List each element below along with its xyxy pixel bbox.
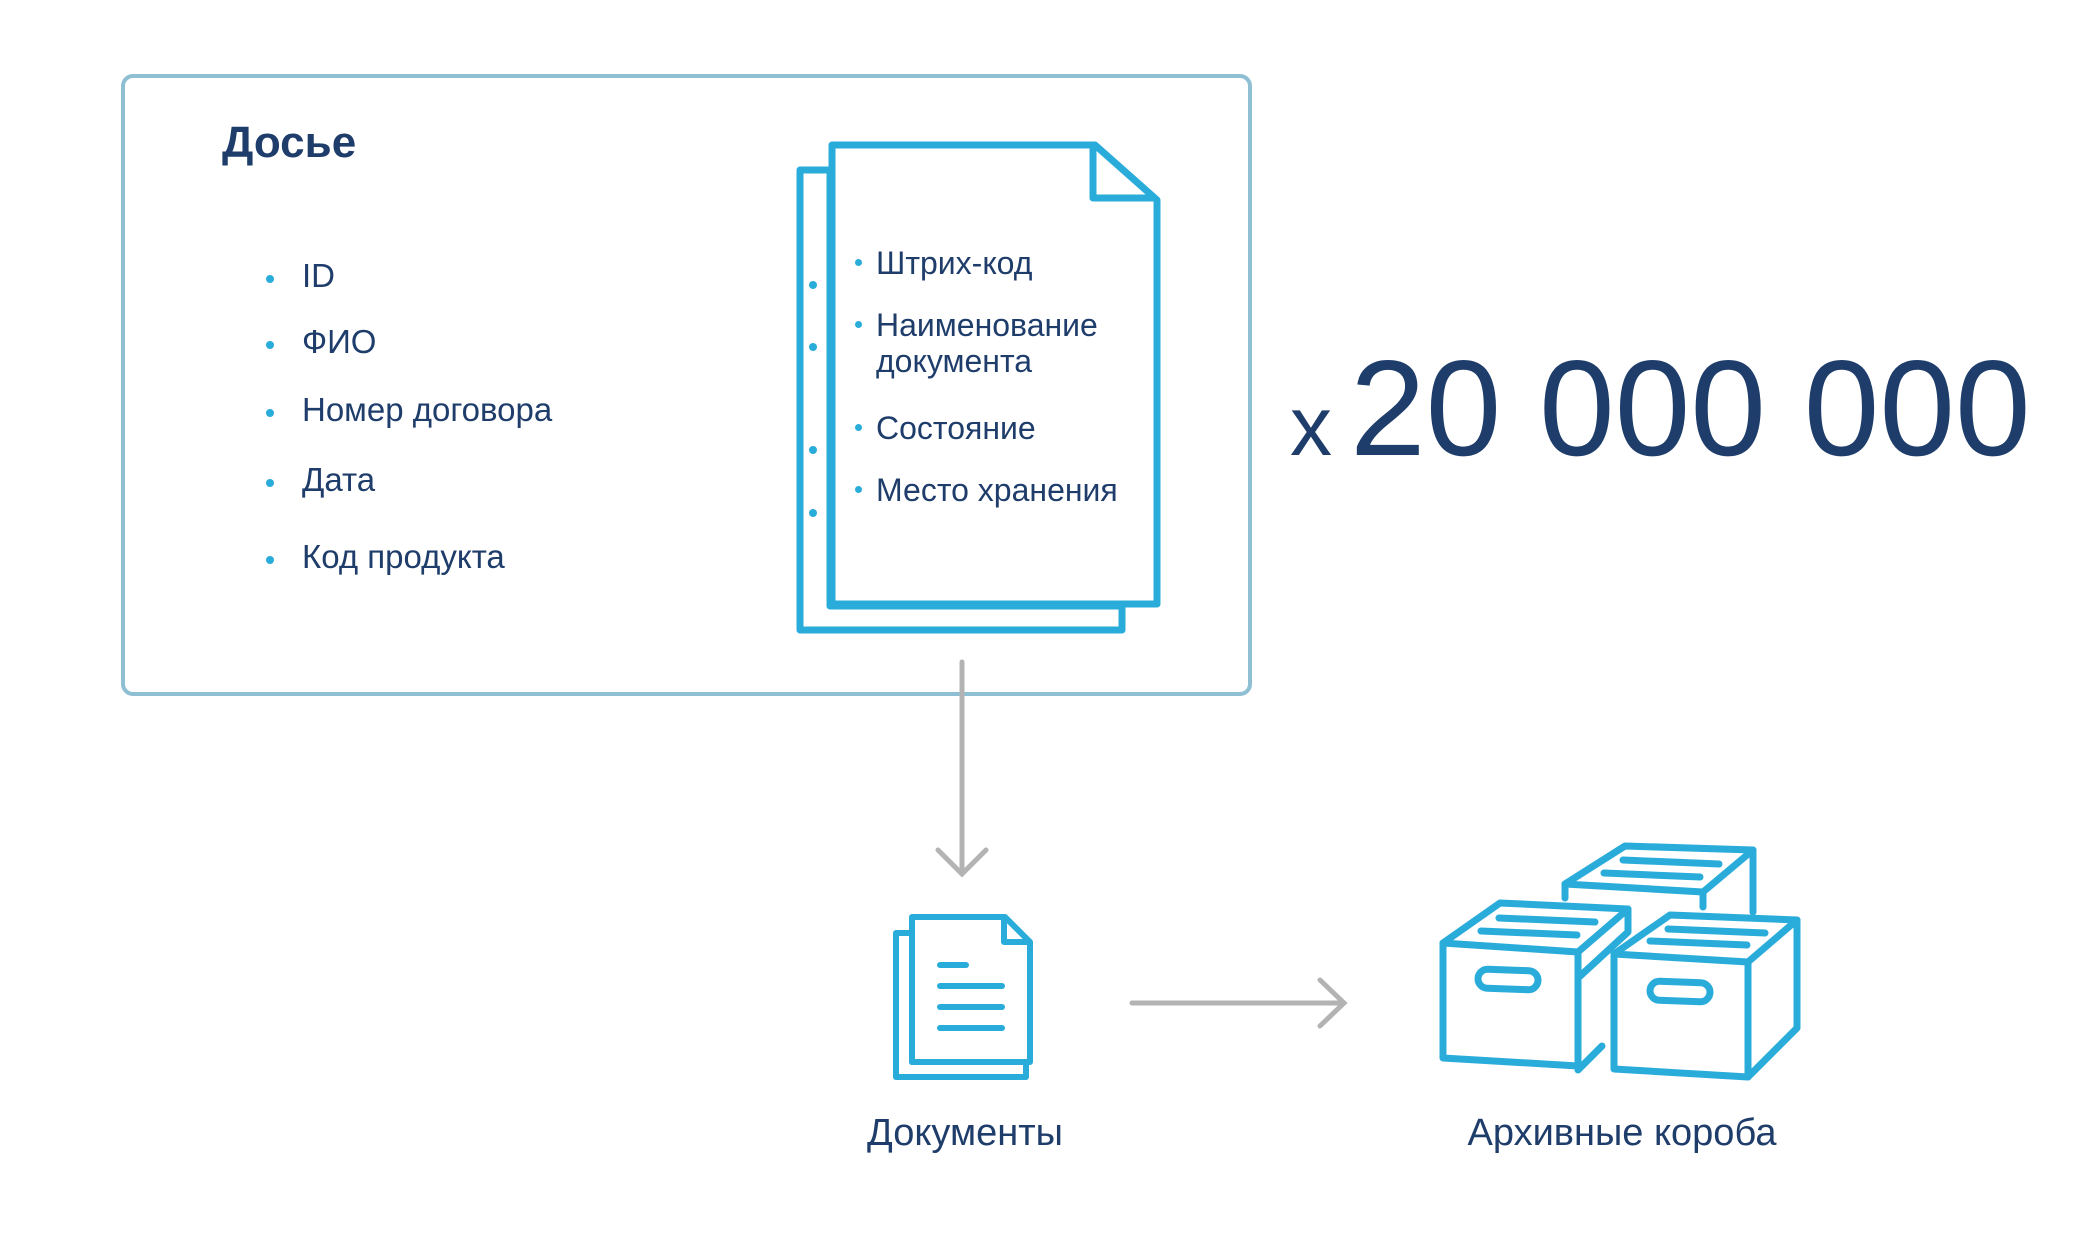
dossier-document-icon xyxy=(796,141,1161,634)
document-field: Штрих-код xyxy=(854,245,1033,281)
dossier-field: Номер договора xyxy=(265,391,553,428)
arrow-right xyxy=(1129,977,1348,1029)
dossier-field: ID xyxy=(266,257,335,294)
archive-boxes-icon xyxy=(1439,842,1801,1081)
multiplier-prefix: x xyxy=(1290,379,1332,473)
dossier-field: Дата xyxy=(265,461,376,498)
dossier-field: ФИО xyxy=(265,323,377,360)
archive-boxes-label: Архивные короба xyxy=(1467,1112,1777,1154)
document-field: Состояние xyxy=(855,410,1036,446)
dossier-frame xyxy=(121,74,1252,696)
arrow-down xyxy=(935,659,989,878)
document-field: Место хранения xyxy=(855,472,1118,508)
document-icon xyxy=(893,914,1033,1080)
multiplier-value: 20 000 000 xyxy=(1350,332,2031,484)
dossier-field: Код продукта xyxy=(266,538,505,575)
documents-label: Документы xyxy=(867,1112,1063,1154)
document-field: Наименование документа xyxy=(855,307,1136,379)
dossier-title: Досье xyxy=(222,118,357,167)
